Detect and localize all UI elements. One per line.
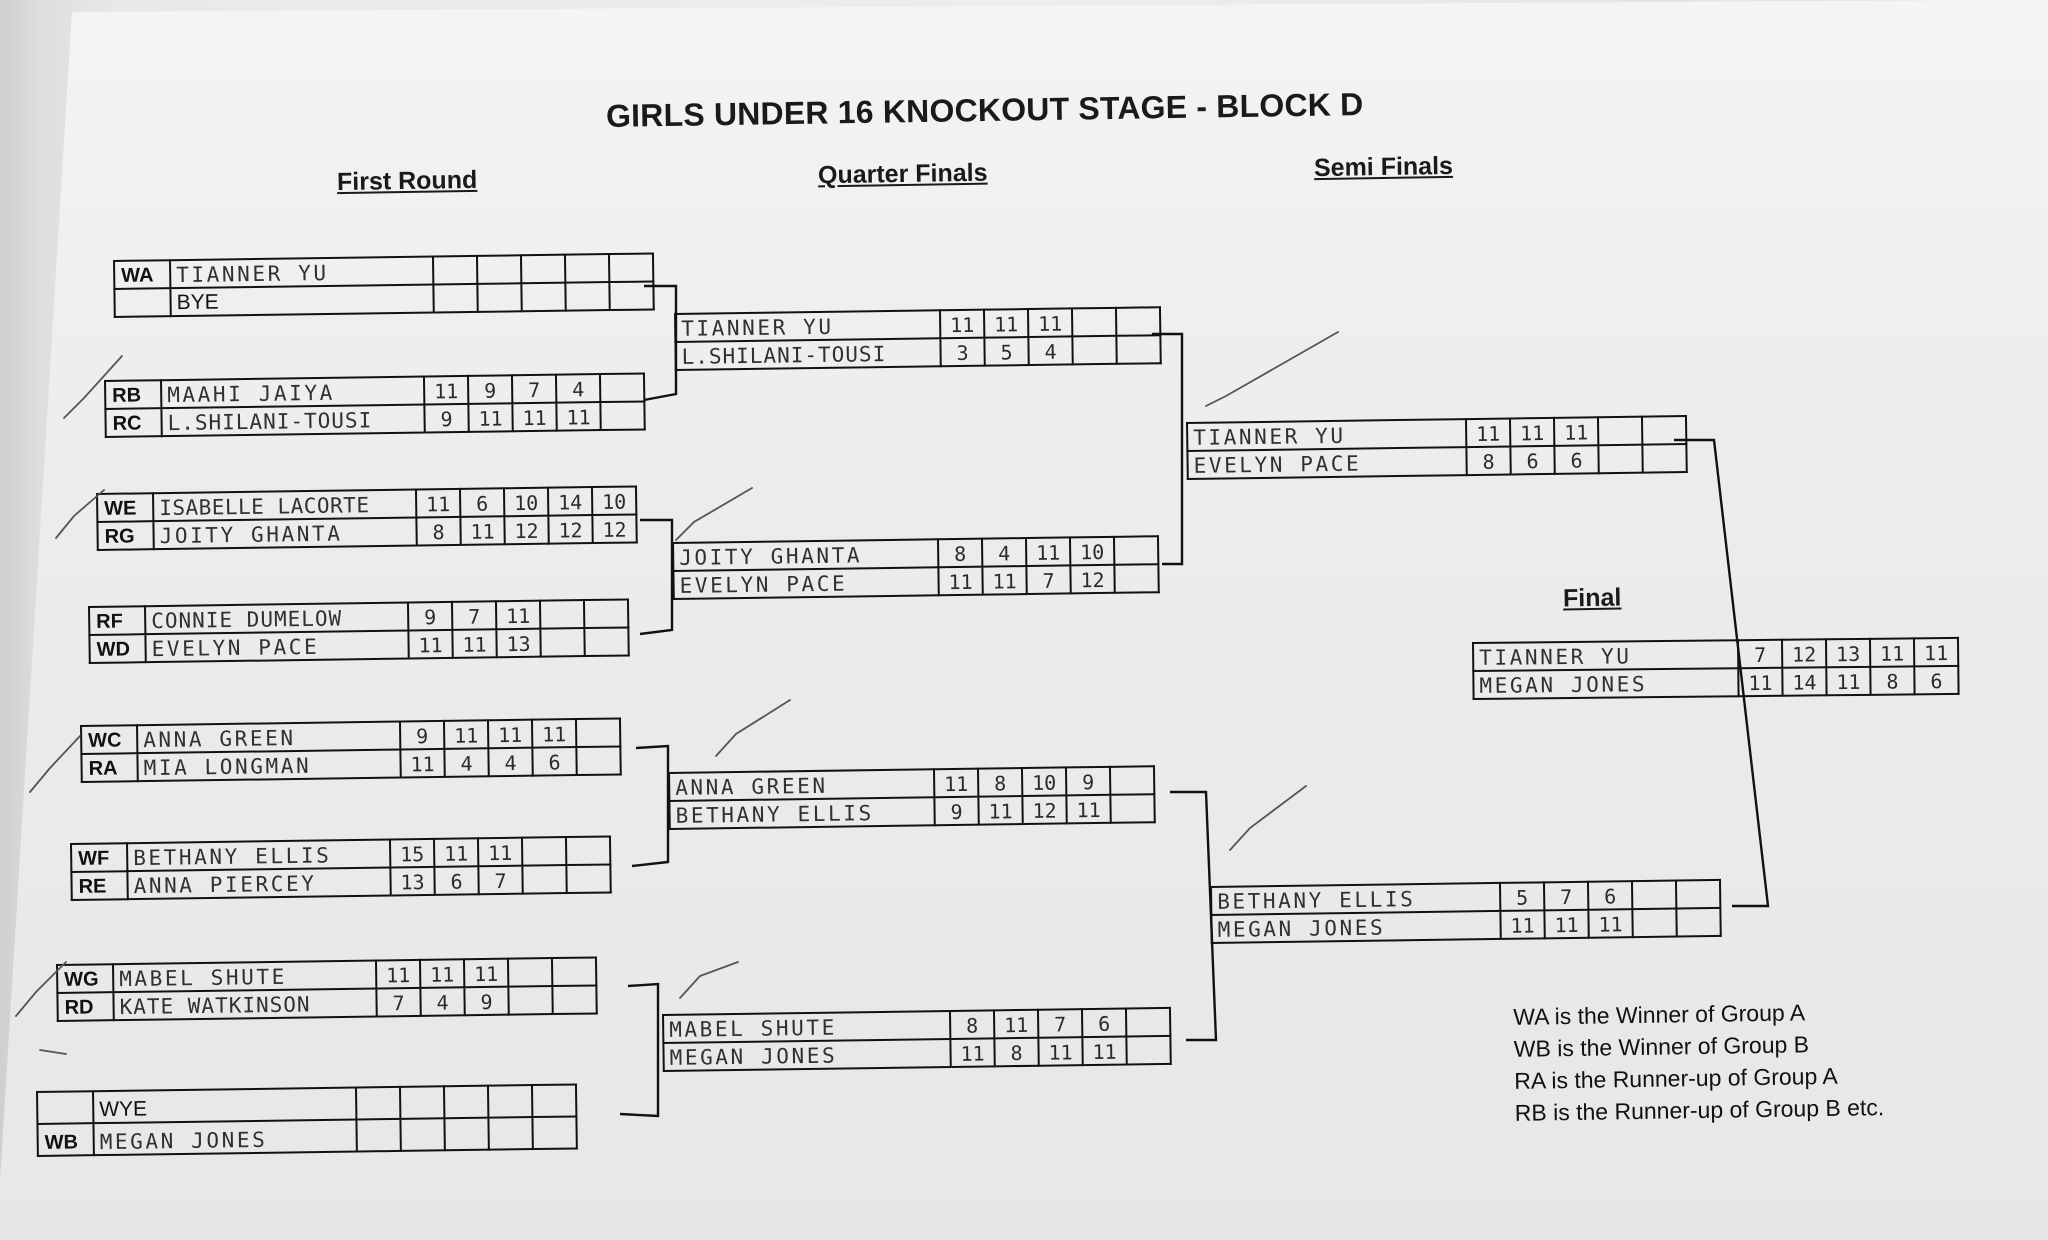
stray-mark [39,1049,67,1055]
check-mark [679,961,739,999]
check-mark [63,355,123,419]
check-mark [15,961,67,1017]
check-mark [1205,331,1339,407]
connector-r1-m5 [631,744,670,868]
check-mark [715,699,791,757]
connector-r1-m1 [643,284,678,402]
check-mark [675,487,753,541]
check-mark [1229,785,1307,851]
check-mark [29,735,81,793]
connector-qf1-qf2 [1152,332,1184,566]
connector-qf3-qf4 [1170,790,1218,1042]
connector-r1-m3 [639,518,674,636]
connector-sf1-sf2 [1674,438,1770,908]
check-mark [55,489,105,539]
connector-r1-m7 [619,982,660,1118]
